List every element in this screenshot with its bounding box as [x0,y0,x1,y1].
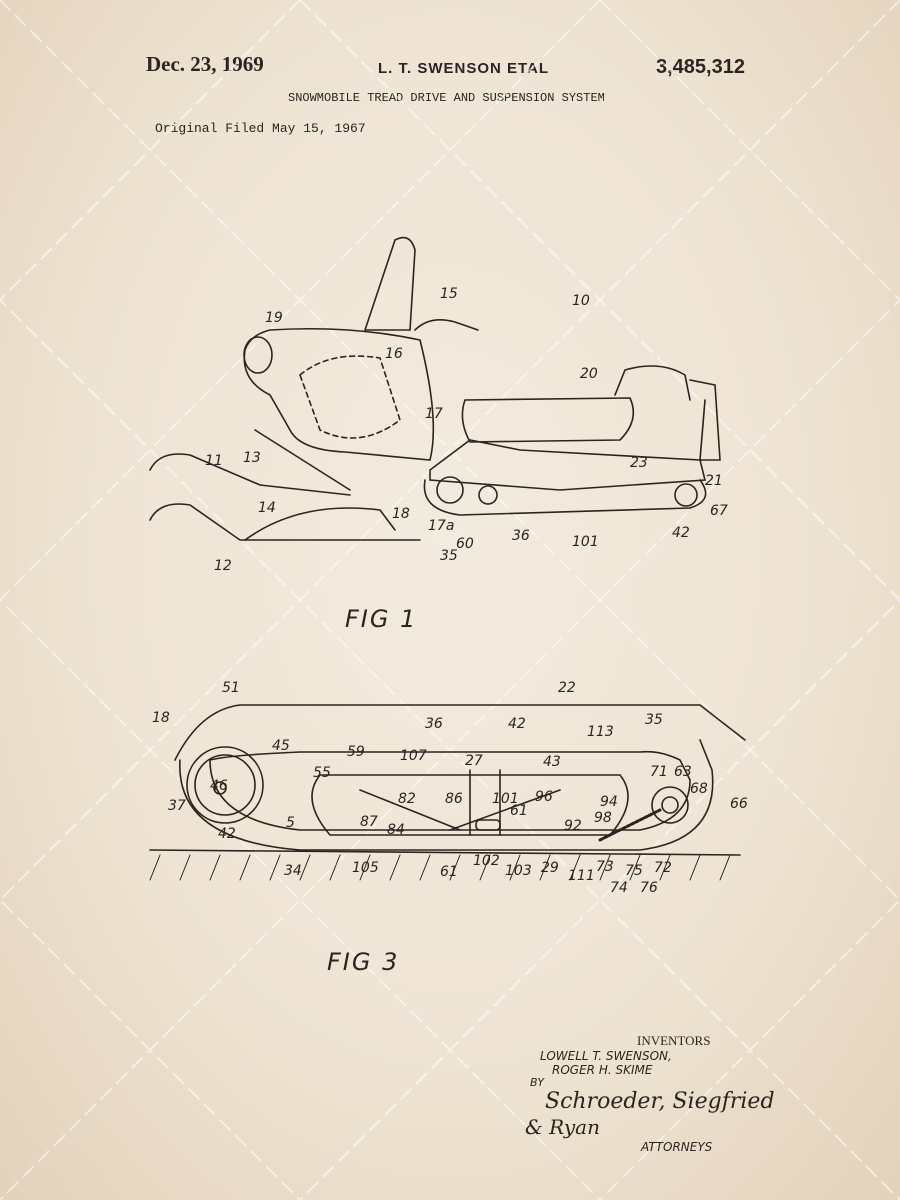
reference-number: 71 [650,764,668,780]
reference-number: 17a [428,518,454,534]
reference-number: 46 [210,778,228,794]
reference-number: 67 [710,503,728,519]
reference-number: 98 [594,810,612,826]
reference-number: 35 [645,712,663,728]
reference-number: 17 [425,406,443,422]
patent-number: 3,485,312 [656,56,745,78]
reference-number: 75 [625,863,643,879]
attorney-signature: Schroeder, Siegfried [545,1089,775,1114]
reference-number: 42 [508,716,526,732]
reference-number: 55 [313,765,331,781]
reference-number: 87 [360,814,378,830]
reference-number: 36 [512,528,530,544]
inventor-heading: L. T. SWENSON ETAL [378,60,550,77]
reference-number: 101 [572,534,599,550]
patent-title: SNOWMOBILE TREAD DRIVE AND SUSPENSION SY… [288,91,605,105]
reference-number: 15 [440,286,458,302]
reference-number: 63 [674,764,692,780]
reference-number: 59 [347,744,365,760]
reference-number: 20 [580,366,598,382]
reference-number: 107 [400,748,427,764]
attorney-signature: & Ryan [525,1115,600,1139]
reference-number: 68 [690,781,708,797]
filing-date: Original Filed May 15, 1967 [155,121,366,136]
reference-number: 45 [272,738,290,754]
reference-number: 29 [541,860,559,876]
reference-number: 74 [610,880,628,896]
watermark-line [0,898,301,1200]
reference-number: 34 [284,863,302,879]
reference-number: 51 [222,680,240,696]
watermark-line [299,598,900,1200]
reference-number: 82 [398,791,416,807]
watermark-line [0,0,301,302]
reference-number: 14 [258,500,276,516]
inventor-name: ROGER H. SKIME [552,1063,653,1077]
reference-number: 101 [492,791,519,807]
inventors-label: INVENTORS [637,1033,711,1048]
reference-number: 61 [510,803,528,819]
reference-number: 113 [587,724,614,740]
reference-number: 94 [600,794,618,810]
reference-number: 35 [440,548,458,564]
reference-number: 111 [568,868,595,884]
reference-number: 19 [265,310,283,326]
watermark-line [599,898,900,1200]
reference-number: 61 [440,864,458,880]
inventor-name: LOWELL T. SWENSON, [540,1049,672,1063]
reference-number: 5 [286,815,295,831]
reference-number: 105 [352,860,379,876]
reference-number: 16 [385,346,403,362]
reference-number: 60 [456,536,474,552]
reference-number: 13 [243,450,261,466]
reference-number: 84 [387,822,405,838]
reference-number: 73 [596,859,614,875]
watermark-line [0,0,600,1200]
reference-number: 96 [535,789,553,805]
fig1-snowmobile-drawing [149,236,721,541]
reference-number: 103 [505,863,532,879]
reference-number: 36 [425,716,443,732]
reference-number: 92 [564,818,582,834]
fig3-label: FIG 3 [327,948,400,976]
reference-number: 11 [205,453,223,469]
reference-number: 72 [654,860,672,876]
fig1-label: FIG 1 [345,605,418,633]
reference-number: 76 [640,880,658,896]
reference-number: 66 [730,796,748,812]
reference-number: 42 [672,525,690,541]
reference-number: 21 [705,473,723,489]
watermark-line [599,0,900,302]
reference-number: 18 [152,710,170,726]
attorneys-label: ATTORNEYS [641,1140,713,1154]
reference-number: 22 [558,680,576,696]
reference-number: 10 [572,293,590,309]
by-label: BY [530,1076,545,1089]
reference-number: 42 [218,826,236,842]
reference-number: 18 [392,506,410,522]
reference-number: 37 [168,798,186,814]
reference-number: 102 [473,853,500,869]
reference-number: 27 [465,753,483,769]
fig3-track-drawing [149,704,746,881]
reference-number: 43 [543,754,561,770]
reference-number: 23 [630,455,648,471]
reference-number: 86 [445,791,463,807]
reference-number: 12 [214,558,232,574]
